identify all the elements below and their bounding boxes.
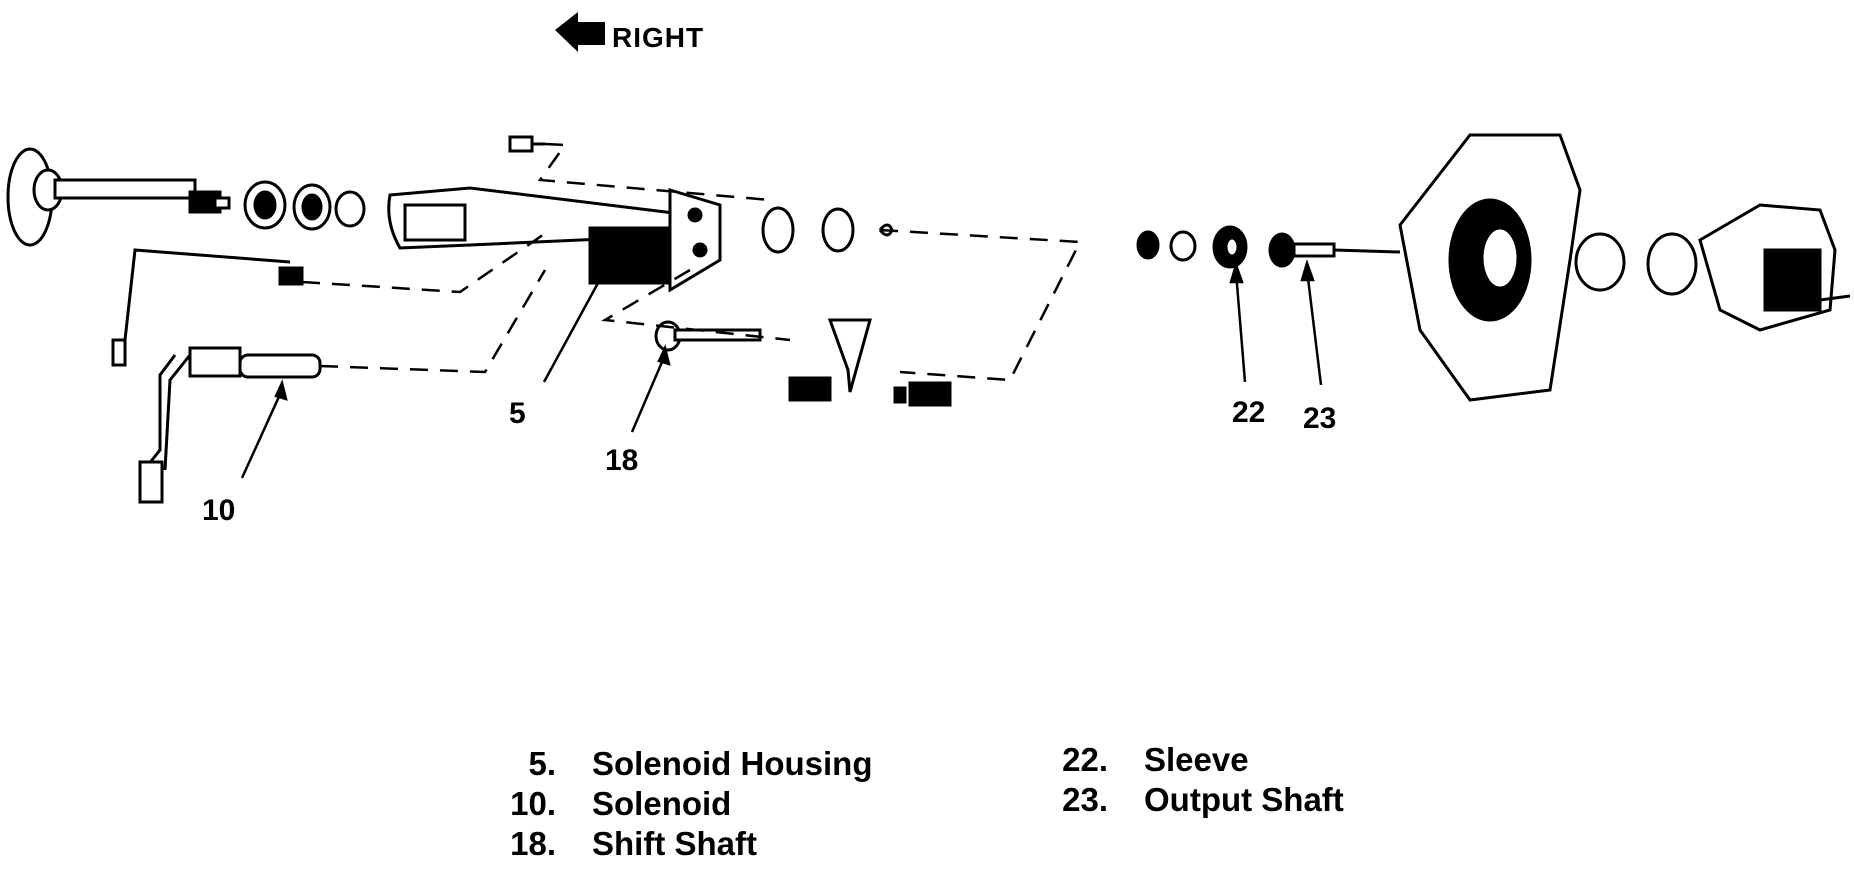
callout-10: 10 (202, 494, 235, 527)
callout-23: 23 (1303, 402, 1336, 435)
parts-legend-right: 22. Sleeve 23. Output Shaft (1030, 740, 1344, 820)
legend-name: Solenoid Housing (592, 745, 873, 782)
legend-item: 23. Output Shaft (1030, 780, 1344, 820)
callout-18: 18 (605, 444, 638, 477)
bearing-set (245, 182, 364, 229)
direction-arrow-icon (555, 12, 605, 52)
shift-shaft-assembly (656, 320, 950, 405)
transfer-case (1400, 135, 1850, 400)
bolt (510, 137, 545, 151)
legend-item: 5. Solenoid Housing (478, 744, 872, 784)
legend-name: Sleeve (1144, 741, 1249, 778)
sensor-wire (113, 250, 302, 365)
solenoid-housing (389, 188, 720, 290)
parts-legend-left: 5. Solenoid Housing 10. Solenoid 18. Shi… (478, 744, 872, 864)
axle-shaft (8, 149, 229, 245)
legend-number: 5. (528, 745, 556, 782)
legend-name: Output Shaft (1144, 781, 1344, 818)
legend-name: Shift Shaft (592, 825, 757, 862)
legend-item: 22. Sleeve (1030, 740, 1344, 780)
legend-number: 23. (1062, 781, 1108, 818)
solenoid (140, 348, 320, 502)
legend-name: Solenoid (592, 785, 732, 822)
direction-label: RIGHT (612, 22, 704, 53)
legend-item: 18. Shift Shaft (478, 824, 872, 864)
legend-number: 10. (510, 785, 556, 822)
legend-number: 18. (510, 825, 556, 862)
assembly-leader-lines (302, 144, 1080, 380)
snap-rings (763, 208, 892, 252)
sleeve-and-gears (1138, 227, 1246, 267)
legend-item: 10. Solenoid (478, 784, 872, 824)
callout-22: 22 (1232, 396, 1265, 429)
legend-number: 22. (1062, 741, 1108, 778)
callout-5: 5 (509, 397, 526, 430)
callout-arrows (242, 263, 1321, 478)
output-shaft (1270, 234, 1400, 266)
